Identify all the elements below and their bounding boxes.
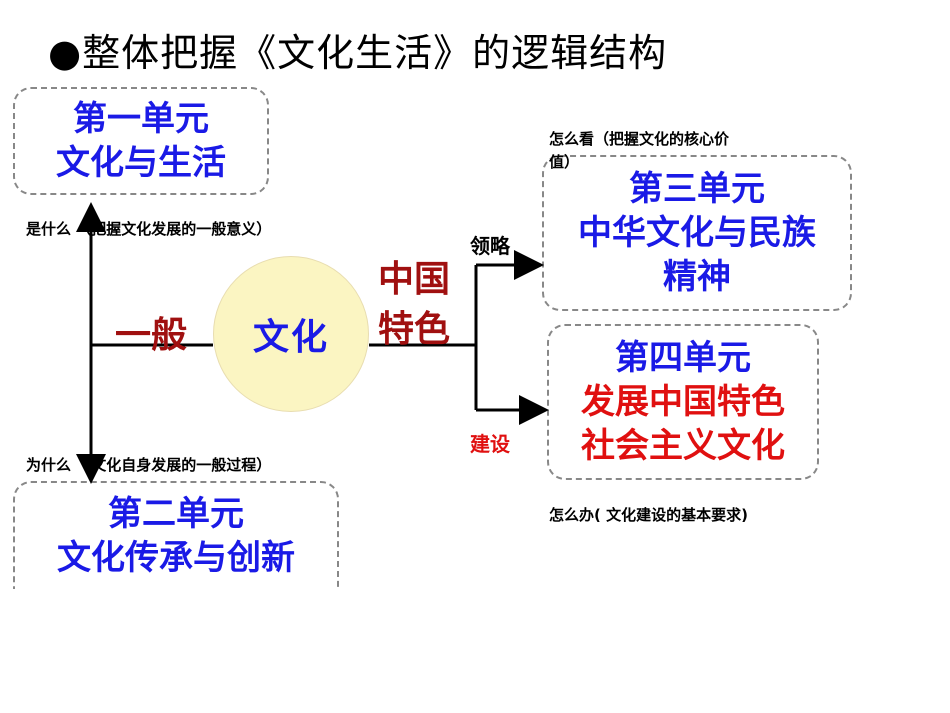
unit1-box: 第一单元 文化与生活 — [13, 87, 269, 195]
unit3-box: 第三单元 中华文化与民族 精神 — [542, 155, 852, 311]
center-circle: 文化 — [213, 256, 369, 412]
note-how-see-line1: 怎么看（把握文化的核心价 — [549, 130, 730, 148]
unit1-topic: 文化与生活 — [56, 143, 226, 183]
unit2-box: 第二单元 文化传承与创新 — [13, 481, 339, 589]
china-label-line1: 中国 — [378, 259, 451, 300]
unit2-topic: 文化传承与创新 — [57, 538, 295, 578]
center-label: 文化 — [252, 317, 329, 358]
china-label-line2: 特色 — [378, 309, 451, 350]
lead-label: 领略 — [470, 234, 510, 258]
unit4-topic-line1: 发展中国特色 — [581, 381, 785, 422]
unit3-topic-line1: 中华文化与民族 — [578, 212, 816, 253]
unit2-heading: 第二单元 — [108, 493, 244, 534]
page-title: ●整体把握《文化生活》的逻辑结构 — [48, 31, 668, 75]
unit1-heading: 第一单元 — [73, 98, 209, 139]
general-label: 一般 — [115, 315, 188, 356]
unit3-heading: 第三单元 — [629, 168, 765, 209]
unit4-heading: 第四单元 — [615, 337, 751, 378]
unit4-topic-line2: 社会主义文化 — [581, 426, 785, 467]
note-how-see-line2: 值） — [549, 153, 580, 171]
unit3-topic-line2: 精神 — [663, 257, 731, 298]
note-how-do: 怎么办( 文化建设的基本要求) — [549, 506, 748, 524]
note-what: 是什么 （把握文化发展的一般意义） — [26, 220, 272, 238]
build-label: 建设 — [470, 432, 510, 456]
unit4-box: 第四单元 发展中国特色 社会主义文化 — [547, 324, 819, 480]
note-why: 为什么 （文化自身发展的一般过程） — [26, 456, 272, 474]
